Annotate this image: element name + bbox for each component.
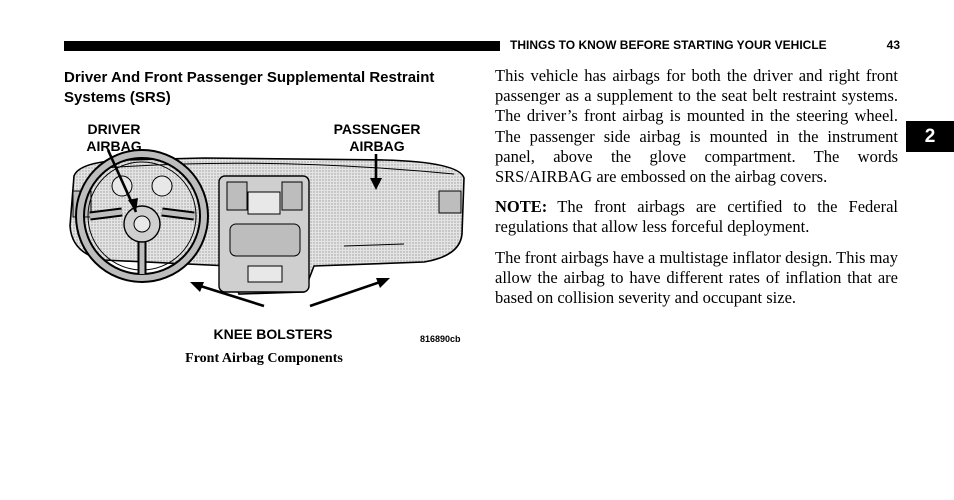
note-label: NOTE: [495,197,548,217]
section-title: Driver And Front Passenger Supplemental … [64,69,435,106]
page-number: 43 [886,38,900,52]
chapter-tab: 2 [906,121,954,152]
driver-airbag-label: DRIVER AIRBAG [86,121,142,154]
note-text: The front airbags are certified to the F… [495,197,898,237]
knee-bolster-arrow-left [193,282,265,308]
body-paragraph: This vehicle has airbags for both the dr… [495,66,898,187]
running-title: THINGS TO KNOW BEFORE STARTING YOUR VEHI… [510,38,827,52]
knee-bolster-arrow-right [309,278,387,308]
header-rule [64,41,500,51]
knee-bolsters-label: KNEE BOLSTERS [213,326,333,342]
figure-caption: Front Airbag Components [185,351,343,366]
dashboard-illustration [69,149,465,308]
running-header: THINGS TO KNOW BEFORE STARTING YOUR VEHI… [510,37,900,53]
note-paragraph: NOTE:The front airbags are certified to … [495,197,898,237]
radio [247,191,281,215]
airbag-figure: DRIVER AIRBAG PASSENGER AIRBAG KNEE BOLS… [64,116,474,348]
figure-code: 816890cb [420,334,461,344]
climate-controls [229,223,301,257]
right-vent [438,190,462,214]
body-text: This vehicle has airbags for both the dr… [495,66,898,318]
body-paragraph: The front airbags have a multistage infl… [495,247,898,308]
passenger-airbag-label: PASSENGER AIRBAG [333,121,421,154]
